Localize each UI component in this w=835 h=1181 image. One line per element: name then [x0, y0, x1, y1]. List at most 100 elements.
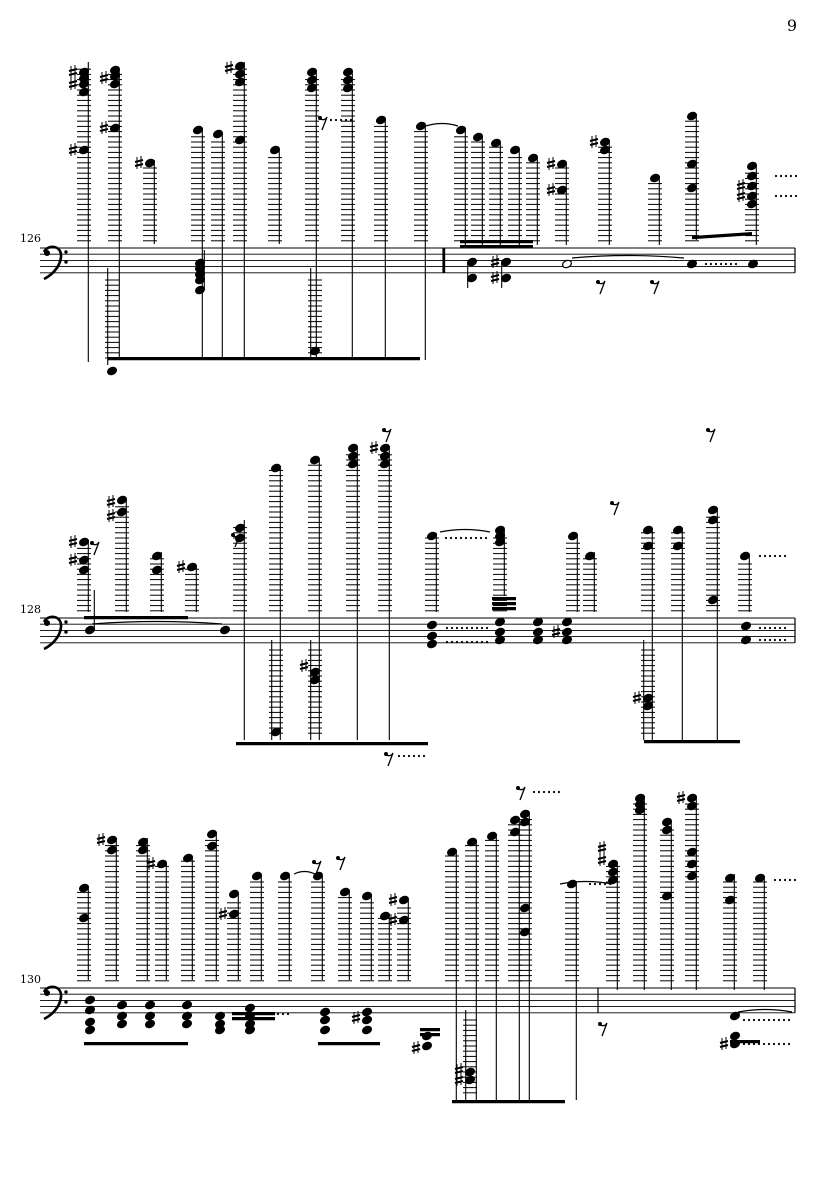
note-head: [319, 1025, 331, 1035]
beam: [460, 245, 533, 249]
staff: [40, 987, 795, 1014]
note-head: [561, 627, 573, 637]
note-head: [309, 455, 321, 465]
tie: [571, 254, 685, 259]
note-head: [214, 1025, 226, 1035]
sharp-icon: [68, 535, 78, 548]
note-head: [214, 1011, 226, 1021]
extension-dot: [773, 638, 777, 642]
extension-dot: [422, 754, 426, 758]
eighth-rest-icon: [598, 1022, 608, 1037]
extension-dot: [763, 638, 767, 642]
note-head: [244, 1011, 256, 1021]
beam: [644, 740, 740, 744]
extension-dot: [460, 640, 464, 644]
note-head: [561, 635, 573, 645]
extension-dot: [734, 262, 738, 266]
note-head: [472, 132, 484, 142]
note-head: [421, 1041, 433, 1051]
note-head: [494, 627, 506, 637]
note-head: [144, 1019, 156, 1029]
extension-dot: [407, 754, 411, 758]
extension-dot: [768, 554, 772, 558]
extension-dot: [276, 1012, 280, 1016]
sharp-icon: [99, 121, 109, 134]
extension-dot: [778, 638, 782, 642]
extension-dot: [778, 554, 782, 558]
note-head: [219, 625, 231, 635]
sharp-icon: [676, 791, 686, 804]
extension-dot: [256, 1012, 260, 1016]
extension-dot: [485, 626, 489, 630]
note-head: [729, 1031, 741, 1041]
note-head: [532, 635, 544, 645]
extension-dot: [344, 118, 348, 122]
extension-dot: [286, 1012, 290, 1016]
sharp-icon: [68, 553, 78, 566]
extension-dot: [788, 878, 792, 882]
note-head: [509, 145, 521, 155]
extension-dot: [484, 536, 488, 540]
extension-dot: [593, 882, 597, 886]
sharp-icon: [68, 77, 78, 90]
extension-dot: [464, 536, 468, 540]
extension-dot: [787, 1042, 791, 1046]
sharp-icon: [490, 271, 500, 284]
note-head: [116, 1011, 128, 1021]
note-head: [144, 1011, 156, 1021]
extension-dot: [762, 1018, 766, 1022]
note-head: [415, 121, 427, 131]
bass-clef-icon: [42, 615, 68, 651]
note-head: [561, 617, 573, 627]
extension-dot: [542, 790, 546, 794]
extension-dot: [779, 194, 783, 198]
extension-dot: [460, 626, 464, 630]
extension-dot: [552, 790, 556, 794]
extension-dot: [474, 536, 478, 540]
note-head: [532, 627, 544, 637]
extension-dot: [465, 626, 469, 630]
sharp-icon: [546, 183, 556, 196]
extension-dot: [782, 1018, 786, 1022]
note-head: [116, 1000, 128, 1010]
extension-dot: [768, 626, 772, 630]
note-head: [561, 259, 573, 269]
note-head: [490, 138, 502, 148]
beam: [692, 232, 752, 240]
extension-dot: [470, 640, 474, 644]
extension-dot: [479, 536, 483, 540]
extension-dot: [724, 262, 728, 266]
sharp-icon: [351, 1011, 361, 1024]
eighth-rest-icon: [382, 428, 392, 443]
extension-dot: [480, 626, 484, 630]
beam: [492, 607, 516, 611]
extension-dot: [784, 194, 788, 198]
sharp-icon: [299, 659, 309, 672]
note-head: [740, 621, 752, 631]
note-head: [181, 1000, 193, 1010]
extension-dot: [470, 626, 474, 630]
extension-dot: [465, 640, 469, 644]
note-head: [754, 873, 766, 883]
extension-dot: [547, 790, 551, 794]
extension-dot: [774, 174, 778, 178]
tie: [737, 1008, 793, 1013]
extension-dot: [773, 554, 777, 558]
eighth-rest-icon: [384, 752, 394, 767]
tie: [439, 528, 491, 533]
extension-dot: [757, 1042, 761, 1046]
extension-dot: [271, 1012, 275, 1016]
eighth-rest-icon: [312, 860, 322, 875]
beam: [232, 1017, 275, 1021]
sharp-icon: [719, 1037, 729, 1050]
note-head: [319, 1015, 331, 1025]
extension-dot: [485, 640, 489, 644]
extension-dot: [773, 626, 777, 630]
note-head: [426, 620, 438, 630]
extension-dot: [729, 262, 733, 266]
measure-number-130: 130: [20, 973, 41, 986]
note-head: [379, 443, 391, 453]
extension-dot: [266, 1012, 270, 1016]
extension-dot: [412, 754, 416, 758]
